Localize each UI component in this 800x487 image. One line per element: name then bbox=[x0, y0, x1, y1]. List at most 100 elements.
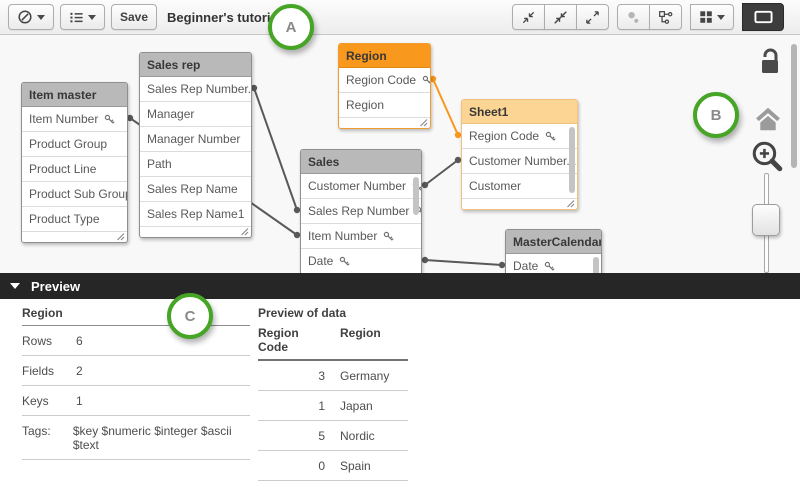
field-row-region[interactable]: Region bbox=[339, 93, 430, 118]
summary-value: 1 bbox=[76, 394, 83, 408]
preview-toggle-button[interactable] bbox=[742, 3, 784, 31]
table-title-sales-rep[interactable]: Sales rep bbox=[140, 53, 251, 77]
field-label: Date bbox=[308, 254, 334, 268]
data-preview-column-region-code: Region Code bbox=[258, 326, 299, 354]
region-cell: Nordic bbox=[340, 429, 375, 443]
key-icon bbox=[339, 256, 351, 267]
table-resize-handle[interactable] bbox=[22, 232, 127, 242]
field-label: Customer Number bbox=[308, 179, 407, 193]
field-label: Region Code bbox=[469, 129, 540, 143]
grid-layout-button[interactable] bbox=[690, 4, 734, 30]
collapse-linked-button[interactable] bbox=[544, 4, 577, 30]
region-code-cell: 3 bbox=[318, 369, 325, 383]
field-row-manager-number[interactable]: Manager Number bbox=[140, 127, 251, 152]
field-label: Item Number bbox=[308, 229, 378, 243]
table-title-sales[interactable]: Sales bbox=[301, 150, 421, 174]
region-code-cell: 1 bbox=[318, 399, 325, 413]
caret-down-icon bbox=[717, 15, 725, 24]
table-title-mastercalendar[interactable]: MasterCalendar bbox=[506, 230, 601, 254]
summary-value: $key $numeric $integer $ascii $text bbox=[72, 424, 232, 452]
save-button[interactable]: Save bbox=[111, 4, 158, 30]
field-row-product-sub-group[interactable]: Product Sub Group bbox=[22, 182, 127, 207]
field-label: Product Line bbox=[29, 162, 97, 176]
home-icon[interactable] bbox=[753, 105, 783, 138]
collapse-linked-icon bbox=[553, 10, 568, 25]
field-label: Region bbox=[346, 98, 385, 112]
field-row-item-number[interactable]: Item Number bbox=[22, 107, 127, 132]
field-row-region-code[interactable]: Region Code bbox=[339, 68, 430, 93]
summary-label: Keys bbox=[22, 394, 49, 408]
zoom-in-icon[interactable] bbox=[750, 139, 784, 178]
annotation-badge-c: C bbox=[167, 293, 213, 339]
compass-icon bbox=[17, 9, 33, 25]
field-label: Customer Number... bbox=[469, 154, 577, 168]
field-row-sales-rep-name[interactable]: Sales Rep Name bbox=[140, 177, 251, 202]
field-row-date[interactable]: Date bbox=[506, 254, 601, 273]
field-row-customer-number[interactable]: Customer Number bbox=[301, 174, 421, 199]
field-row-manager[interactable]: Manager bbox=[140, 102, 251, 127]
field-label: Item Number bbox=[29, 112, 99, 126]
field-label: Sales Rep Number bbox=[308, 204, 410, 218]
field-row-sales-rep-number[interactable]: Sales Rep Number... bbox=[140, 77, 251, 102]
table-resize-handle[interactable] bbox=[462, 199, 577, 209]
field-row-sales-rep-name1[interactable]: Sales Rep Name1 bbox=[140, 202, 251, 227]
field-row-product-type[interactable]: Product Type bbox=[22, 207, 127, 232]
preview-panel-header[interactable]: Preview bbox=[0, 273, 800, 299]
field-row-region-code[interactable]: Region Code bbox=[462, 124, 577, 149]
compass-button[interactable] bbox=[8, 4, 54, 30]
table-resize-handle[interactable] bbox=[140, 227, 251, 237]
field-row-sales-rep-number[interactable]: Sales Rep Number bbox=[301, 199, 421, 224]
summary-value: 6 bbox=[76, 334, 83, 348]
table-title-item-master[interactable]: Item master bbox=[22, 83, 127, 107]
field-label: Customer bbox=[469, 179, 522, 193]
data-preview-row: 2UK bbox=[258, 481, 408, 487]
preview-toggle-icon bbox=[753, 10, 773, 24]
region-code-cell: 5 bbox=[318, 429, 325, 443]
table-scrollbar[interactable] bbox=[413, 177, 419, 215]
list-button[interactable] bbox=[60, 4, 105, 30]
canvas-vertical-scrollbar[interactable] bbox=[791, 44, 797, 168]
summary-label: Rows bbox=[22, 334, 53, 348]
toolbar-button-group bbox=[690, 4, 734, 30]
field-row-customer-number[interactable]: Customer Number... bbox=[462, 149, 577, 174]
toolbar: Save Beginner's tutorial ●●● bbox=[0, 0, 800, 35]
caret-down-icon bbox=[37, 15, 45, 24]
field-row-product-group[interactable]: Product Group bbox=[22, 132, 127, 157]
zoom-slider-handle[interactable] bbox=[752, 204, 780, 236]
field-row-item-number[interactable]: Item Number bbox=[301, 224, 421, 249]
field-row-date[interactable]: Date bbox=[301, 249, 421, 273]
bubbles-button[interactable] bbox=[617, 4, 650, 30]
field-row-path[interactable]: Path bbox=[140, 152, 251, 177]
field-label: Manager bbox=[147, 107, 195, 121]
table-title-sheet1[interactable]: Sheet1 bbox=[462, 100, 577, 124]
chevron-down-icon bbox=[10, 283, 20, 294]
field-row-customer[interactable]: Customer bbox=[462, 174, 577, 199]
table-scrollbar[interactable] bbox=[569, 127, 575, 193]
lock-open-icon[interactable] bbox=[757, 48, 783, 81]
table-resize-handle[interactable] bbox=[339, 118, 430, 128]
key-icon bbox=[104, 114, 116, 125]
key-icon bbox=[383, 231, 395, 242]
table-title-region[interactable]: Region bbox=[339, 44, 430, 68]
link-nodes-button[interactable] bbox=[649, 4, 682, 30]
region-code-cell: 0 bbox=[318, 459, 325, 473]
expand-arrows-button[interactable] bbox=[576, 4, 609, 30]
table-scrollbar[interactable] bbox=[593, 257, 599, 273]
field-row-product-line[interactable]: Product Line bbox=[22, 157, 127, 182]
collapse-arrows-button[interactable] bbox=[512, 4, 545, 30]
caret-down-icon bbox=[88, 15, 96, 24]
